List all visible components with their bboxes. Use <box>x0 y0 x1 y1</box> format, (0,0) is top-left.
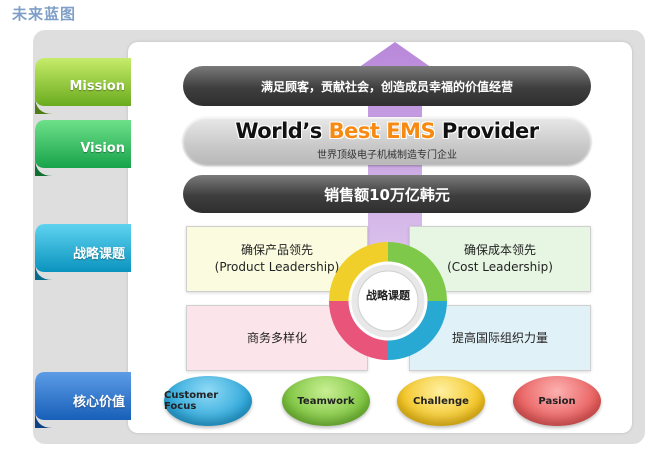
strategy-2-line2: (Cost Leadership) <box>447 260 553 274</box>
vision-part1: World’s <box>235 119 329 143</box>
sidebar-tab-strategy: 战略课题 <box>33 222 131 282</box>
strategy-business-diversification: 商务多样化 <box>186 305 368 371</box>
strategy-label: 战略课题 <box>72 246 125 262</box>
page-title: 未来蓝图 <box>12 5 77 23</box>
values-tab-shape <box>35 372 131 428</box>
vision-part2: Provider <box>435 119 539 143</box>
strategy-center-ring <box>329 242 447 360</box>
sidebar-tab-vision: Vision <box>33 118 131 178</box>
strategy-center-label: 战略课题 <box>366 289 410 302</box>
core-value-2-label: Teamwork <box>297 395 355 407</box>
vision-headline: World’s Best EMS Provider <box>183 119 591 143</box>
vision-tab-shape <box>35 120 131 176</box>
vision-statement: World’s Best EMS Provider 世界顶级电子机械制造专门企业 <box>183 117 591 165</box>
strategy-2-line1: 确保成本领先 <box>463 243 536 257</box>
strategy-3-line1: 商务多样化 <box>246 330 307 345</box>
core-value-4-label: Pasion <box>538 395 576 407</box>
strategy-4-line1: 提高国际组织力量 <box>451 330 548 345</box>
mission-statement: 满足顾客，贡献社会，创造成员幸福的价值经营 <box>183 66 591 106</box>
core-value-teamwork: Teamwork <box>282 376 370 426</box>
strategy-1-line2: (Product Leadership) <box>214 260 340 274</box>
values-label: 核心价值 <box>72 394 125 410</box>
core-value-1-label: Customer Focus <box>164 390 219 412</box>
mission-text: 满足顾客，贡献社会，创造成员幸福的价值经营 <box>260 79 513 94</box>
goal-text: 销售额10万亿韩元 <box>324 185 450 204</box>
vision-best: Best EMS <box>328 119 436 143</box>
strategy-tab-shape <box>35 224 131 280</box>
core-value-challenge: Challenge <box>397 376 485 426</box>
strategy-product-leadership: 确保产品领先 (Product Leadership) <box>186 226 368 292</box>
mission-label: Mission <box>69 78 125 94</box>
sidebar-tab-mission: Mission <box>33 56 131 116</box>
mission-tab-shape <box>35 58 131 114</box>
sidebar-tab-values: 核心价值 <box>33 370 131 430</box>
strategy-global-organization: 提高国际组织力量 <box>409 305 591 371</box>
vision-label: Vision <box>80 140 125 156</box>
core-value-3-label: Challenge <box>413 395 469 407</box>
strategy-1-line1: 确保产品领先 <box>240 243 313 257</box>
core-value-customer-focus: Customer Focus <box>164 376 252 426</box>
sales-goal: 销售额10万亿韩元 <box>183 175 591 213</box>
core-value-pasion: Pasion <box>513 376 601 426</box>
vision-subtitle: 世界顶级电子机械制造专门企业 <box>317 150 457 161</box>
